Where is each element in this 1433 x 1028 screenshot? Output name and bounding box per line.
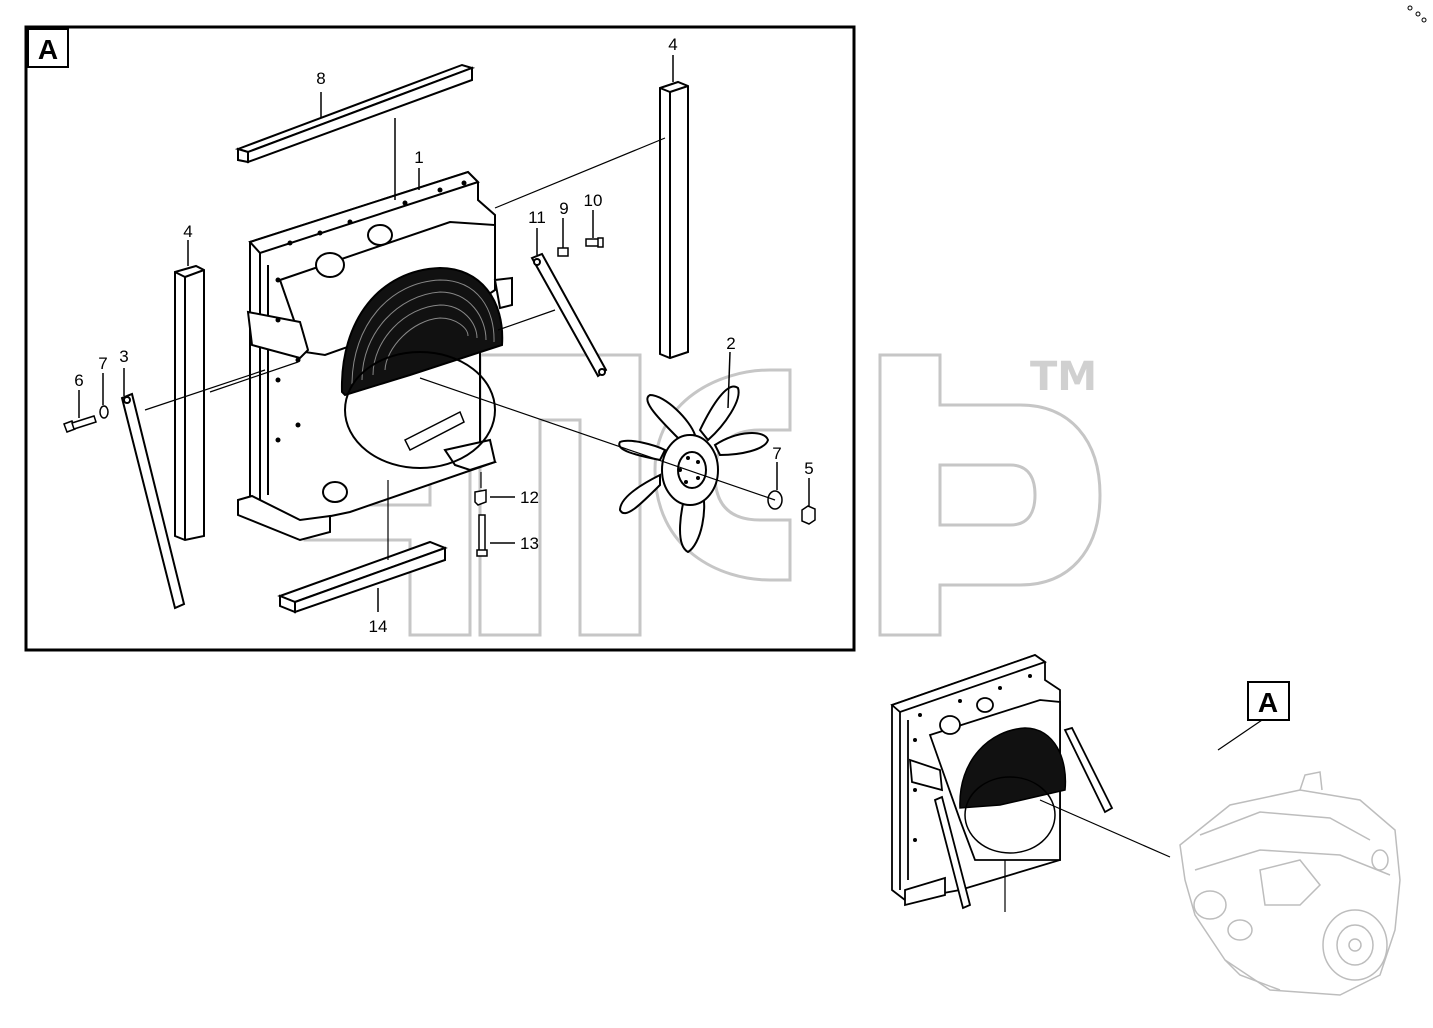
callout-7-right: 7	[772, 444, 781, 463]
fan-hub-holes	[678, 456, 700, 484]
locator-label: A	[1258, 687, 1278, 718]
part-10-bolt	[585, 237, 604, 248]
callout-5: 5	[804, 459, 813, 478]
part-3-strut	[120, 392, 186, 610]
fan-shroud-ring	[344, 351, 496, 469]
callout-7-left: 7	[98, 354, 107, 373]
callout-labels: 1 2 3 4 4 5 6 7 7 8 9 10 11 12 13 14	[74, 35, 813, 636]
callout-13: 13	[520, 534, 539, 553]
callout-10: 10	[584, 191, 603, 210]
part-5-nut	[801, 505, 816, 525]
callout-14: 14	[369, 617, 388, 636]
locator-fan-guard	[959, 727, 1067, 809]
leader-lines	[144, 137, 776, 560]
part-11-strut	[530, 252, 608, 378]
callout-3: 3	[119, 347, 128, 366]
part-7-washer-left	[99, 405, 109, 419]
part-2-fan	[618, 385, 770, 554]
callout-6: 6	[74, 371, 83, 390]
corner-mark	[1407, 5, 1427, 23]
callout-4-left: 4	[183, 222, 192, 241]
part-14-foam-strip	[277, 540, 448, 614]
callout-12: 12	[520, 488, 539, 507]
locator-bolts	[913, 674, 1032, 842]
callout-4-right: 4	[668, 35, 677, 54]
view-label: A	[38, 34, 58, 65]
radiator-bolts	[275, 180, 467, 443]
callout-2: 2	[726, 334, 735, 353]
callout-8: 8	[316, 69, 325, 88]
part-8-foam-strip	[234, 63, 476, 164]
detail-frame	[24, 25, 856, 652]
fan-guard	[340, 266, 504, 397]
engine-outline	[1179, 771, 1401, 996]
watermark-trademark: TM	[1030, 354, 1097, 400]
part-4-left-column	[174, 264, 205, 542]
view-label-box	[27, 28, 69, 68]
locator-leaders	[1004, 717, 1266, 912]
part-12-sleeve	[474, 489, 487, 506]
part-13-bolt	[476, 514, 488, 557]
part-6-bolt	[63, 415, 97, 433]
locator-label-box	[1247, 681, 1290, 721]
callout-1: 1	[414, 148, 423, 167]
part-4-right-column	[659, 80, 689, 360]
callout-11: 11	[528, 208, 546, 227]
part-9-nut	[557, 247, 569, 257]
callout-9: 9	[559, 199, 568, 218]
